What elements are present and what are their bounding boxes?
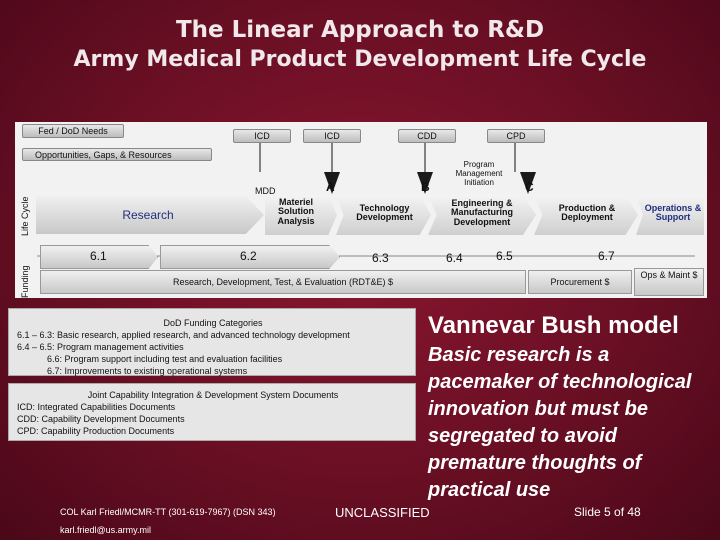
- phase-emd: Engineering & Manufacturing Development: [428, 195, 536, 235]
- phase-technology-development: Technology Development: [336, 195, 431, 235]
- contact-line-2: karl.friedl@us.army.mil: [60, 525, 151, 535]
- procurement-bar: [528, 270, 632, 294]
- funding-note-line: 6.1 – 6.3: Basic research, applied resea…: [17, 330, 350, 340]
- milestone-b-label: B: [421, 180, 430, 194]
- phase-os-label: Operations & Support: [644, 203, 702, 223]
- doc-cpd: CPD: [487, 129, 545, 143]
- funding-code-6-1: 6.1: [90, 249, 107, 263]
- jcids-note-line: CPD: Capability Production Documents: [17, 426, 175, 436]
- bush-line: practical use: [428, 479, 551, 501]
- funding-note-line: 6.4 – 6.5: Program management activities: [17, 342, 184, 352]
- funding-6-1-box: [40, 245, 158, 269]
- bush-line: innovation but must be: [428, 398, 648, 420]
- doc-icd-1: ICD: [233, 129, 291, 143]
- contact-line-1: COL Karl Friedl/MCMR-TT (301-619-7967) (…: [60, 507, 276, 517]
- opportunities-bar: Opportunities, Gaps, & Resources: [22, 148, 212, 161]
- funding-note-line: 6.6: Program support including test and …: [47, 354, 283, 364]
- rdte-bar: [40, 270, 526, 294]
- doc-icd-2: ICD: [303, 129, 361, 143]
- jcids-note-line: ICD: Integrated Capabilities Documents: [17, 402, 176, 412]
- phase-pd-label: Production & Deployment: [558, 203, 616, 223]
- classification-label: UNCLASSIFIED: [335, 505, 430, 520]
- bush-model-title: Vannevar Bush model: [428, 312, 679, 339]
- jcids-note-line: CDD: Capability Development Documents: [17, 414, 185, 424]
- phase-materiel-solution-analysis: Materiel Solution Analysis: [265, 195, 337, 235]
- funding-categories-box: DoD Funding Categories 6.1 – 6.3: Basic …: [8, 308, 416, 376]
- bush-line: segregated to avoid: [428, 425, 617, 447]
- phase-msa-label: Materiel Solution Analysis: [277, 197, 315, 226]
- milestone-b-triangle: [417, 172, 433, 194]
- funding-code-6-2: 6.2: [240, 249, 257, 263]
- ops-maint-label: Ops & Maint $: [640, 270, 698, 280]
- phase-operations-support: Operations & Support: [636, 195, 704, 235]
- funding-note-line: 6.7: Improvements to existing operationa…: [47, 366, 248, 376]
- title-line-2: Army Medical Product Development Life Cy…: [73, 47, 647, 72]
- milestone-c-triangle: [520, 172, 536, 194]
- title-line-1: The Linear Approach to R&D: [175, 17, 545, 43]
- funding-categories-title: DoD Funding Categories: [163, 318, 263, 328]
- slide-number: Slide 5 of 48: [574, 505, 641, 519]
- pmi-label: Program Management Initiation: [455, 160, 503, 187]
- funding-6-2-box: [160, 245, 340, 269]
- bush-model-text: Basic research is a pacemaker of technol…: [428, 342, 720, 504]
- milestone-c-label: C: [525, 180, 534, 194]
- funding-code-6-4: 6.4: [446, 251, 463, 265]
- ops-maint-bar: [634, 268, 704, 296]
- rdte-label: Research, Development, Test, & Evaluatio…: [173, 277, 393, 287]
- fed-dod-needs-box: Fed / DoD Needs: [22, 124, 124, 138]
- funding-code-6-5: 6.5: [496, 249, 513, 263]
- research-arrow: [36, 196, 264, 234]
- slide-title: The Linear Approach to R&D Army Medical …: [0, 16, 720, 75]
- research-label: Research: [122, 208, 174, 222]
- mdd-label: MDD: [255, 186, 276, 196]
- bush-line: pacemaker of technological: [428, 371, 692, 393]
- milestone-a-triangle: [324, 172, 340, 194]
- phase-production-deployment: Production & Deployment: [534, 195, 638, 235]
- bush-line: Basic research is a: [428, 344, 610, 366]
- bush-line: premature thoughts of: [428, 452, 642, 474]
- doc-cdd: CDD: [398, 129, 456, 143]
- procurement-label: Procurement $: [550, 277, 610, 287]
- phase-td-label: Technology Development: [356, 203, 413, 223]
- side-label-funding: Funding: [20, 265, 30, 298]
- funding-code-6-3: 6.3: [372, 251, 389, 265]
- funding-code-6-7: 6.7: [598, 249, 615, 263]
- milestone-a-label: A: [326, 180, 335, 194]
- jcids-documents-box: Joint Capability Integration & Developme…: [8, 383, 416, 441]
- footer-contact: COL Karl Friedl/MCMR-TT (301-619-7967) (…: [60, 505, 276, 537]
- side-label-life-cycle: Life Cycle: [20, 196, 30, 236]
- phase-emd-label: Engineering & Manufacturing Development: [451, 198, 513, 227]
- jcids-title: Joint Capability Integration & Developme…: [87, 390, 339, 400]
